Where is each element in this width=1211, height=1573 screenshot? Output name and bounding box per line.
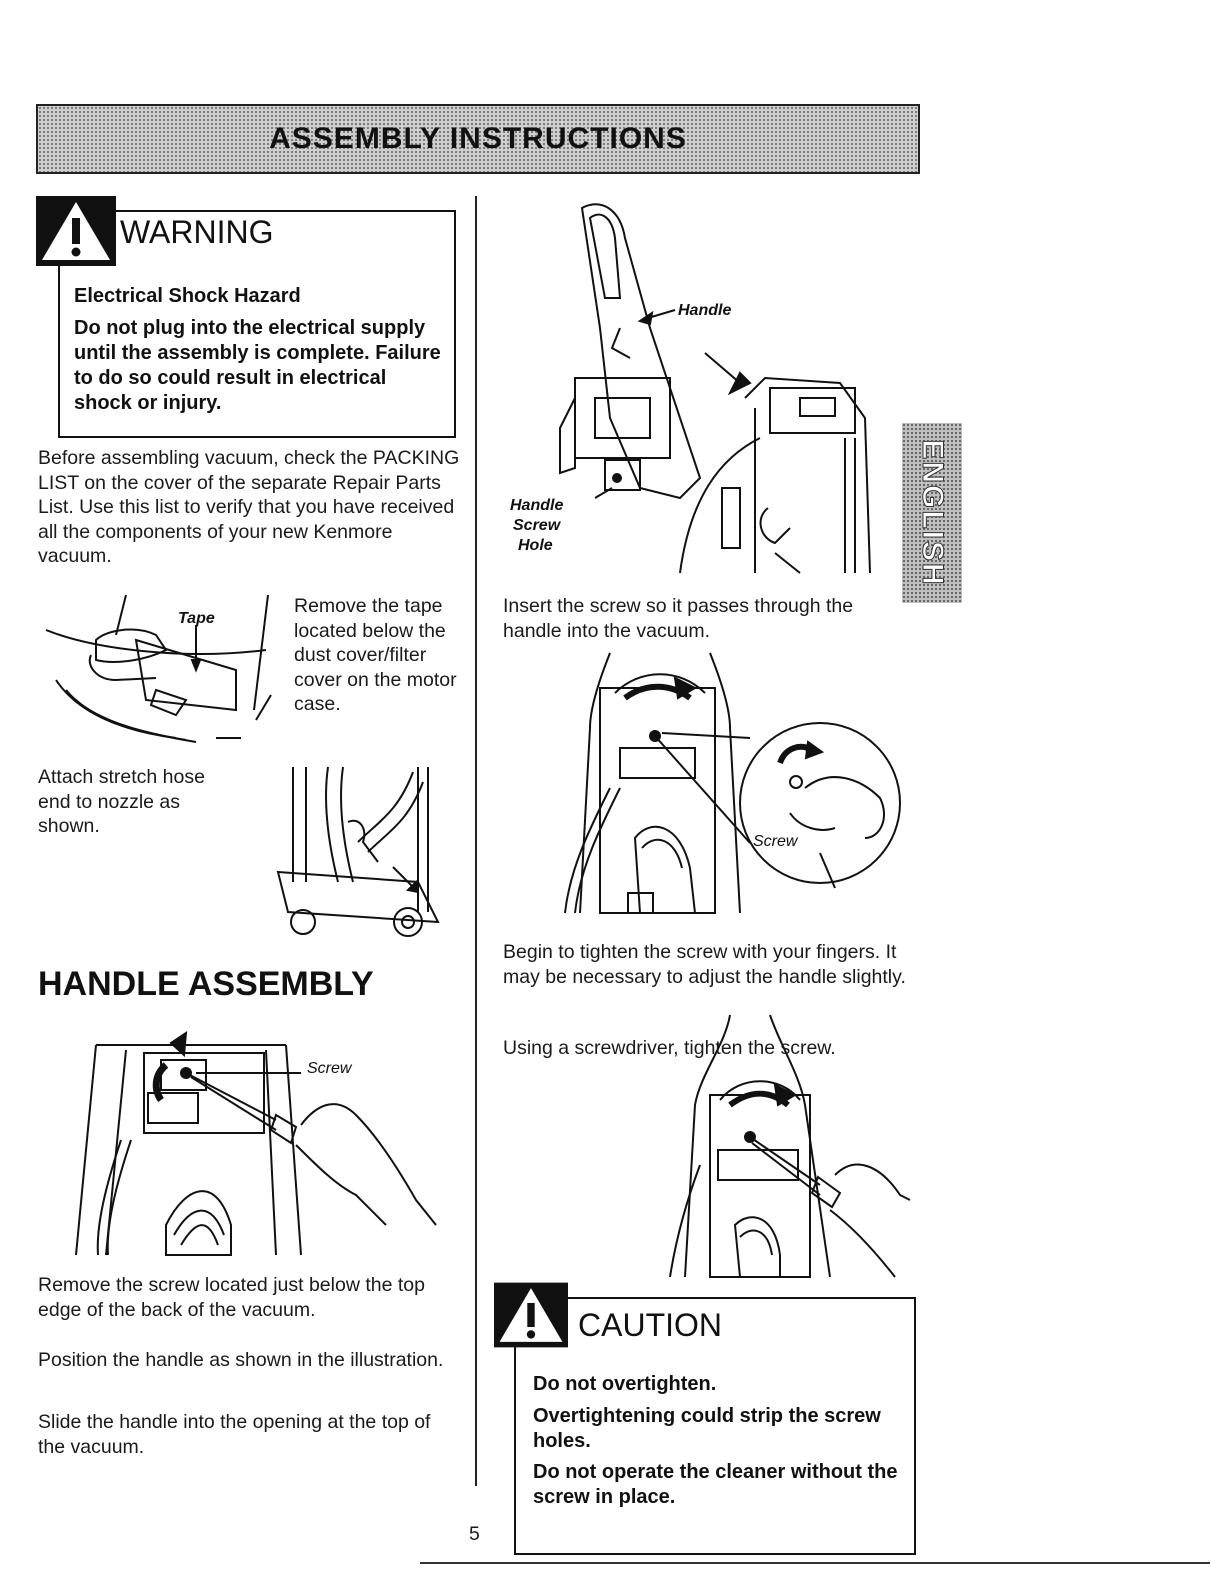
finger-tighten-illustration bbox=[564, 652, 901, 914]
warning-box bbox=[58, 210, 456, 438]
header-banner: ASSEMBLY INSTRUCTIONS bbox=[36, 104, 920, 174]
handle-screw-hole-label-1: Handle bbox=[510, 497, 564, 514]
handle-assembly-title: HANDLE ASSEMBLY bbox=[38, 965, 374, 1003]
handle-screw-hole-label-3: Hole bbox=[518, 537, 553, 554]
caution-box bbox=[514, 1297, 916, 1555]
caution-line-2: Overtightening could strip the screw hol… bbox=[533, 1405, 881, 1452]
caution-triangle-icon bbox=[494, 1282, 568, 1348]
screwdriver-text: Using a screwdriver, tighten the screw. bbox=[503, 1037, 836, 1059]
bottom-rule bbox=[420, 1562, 1210, 1564]
handle-step-3: Slide the handle into the opening at the… bbox=[38, 1411, 431, 1458]
language-tab-label: ENGLISH bbox=[916, 439, 950, 587]
tape-label: Tape bbox=[178, 610, 215, 627]
tape-illustration bbox=[45, 594, 272, 743]
warning-title: WARNING bbox=[120, 214, 274, 250]
screw-label-left: Screw bbox=[307, 1060, 352, 1077]
handle-step-1: Remove the screw located just below the … bbox=[38, 1274, 425, 1321]
finger-tighten-text: Begin to tighten the screw with your fin… bbox=[503, 941, 906, 988]
screw-label-right: Screw bbox=[753, 833, 798, 850]
intro-paragraph: Before assembling vacuum, check the PACK… bbox=[38, 447, 460, 567]
handle-step-2: Position the handle as shown in the illu… bbox=[38, 1349, 444, 1371]
handle-insert-illustration bbox=[559, 203, 871, 574]
hose-nozzle-illustration bbox=[276, 766, 440, 937]
tape-instructions: Remove the tape located below the dust c… bbox=[294, 595, 457, 715]
insert-screw-text: Insert the screw so it passes through th… bbox=[503, 595, 854, 642]
page-number: 5 bbox=[469, 1523, 480, 1545]
handle-label: Handle bbox=[678, 302, 732, 319]
remove-screw-illustration bbox=[75, 1031, 437, 1256]
warning-subtitle: Electrical Shock Hazard bbox=[74, 285, 301, 307]
language-tab: ENGLISH bbox=[902, 423, 962, 603]
hose-instructions: Attach stretch hose end to nozzle as sho… bbox=[38, 766, 205, 837]
page-title: ASSEMBLY INSTRUCTIONS bbox=[269, 122, 687, 155]
handle-screw-hole-label-2: Screw bbox=[513, 517, 561, 534]
caution-line-1: Do not overtighten. bbox=[533, 1373, 717, 1395]
warning-text: Do not plug into the electrical supply u… bbox=[74, 317, 441, 414]
screwdriver-tighten-illustration bbox=[669, 1014, 911, 1278]
column-divider bbox=[475, 196, 477, 1486]
warning-triangle-icon bbox=[36, 196, 116, 266]
caution-line-3: Do not operate the cleaner without the s… bbox=[533, 1461, 898, 1508]
caution-title: CAUTION bbox=[578, 1307, 722, 1343]
